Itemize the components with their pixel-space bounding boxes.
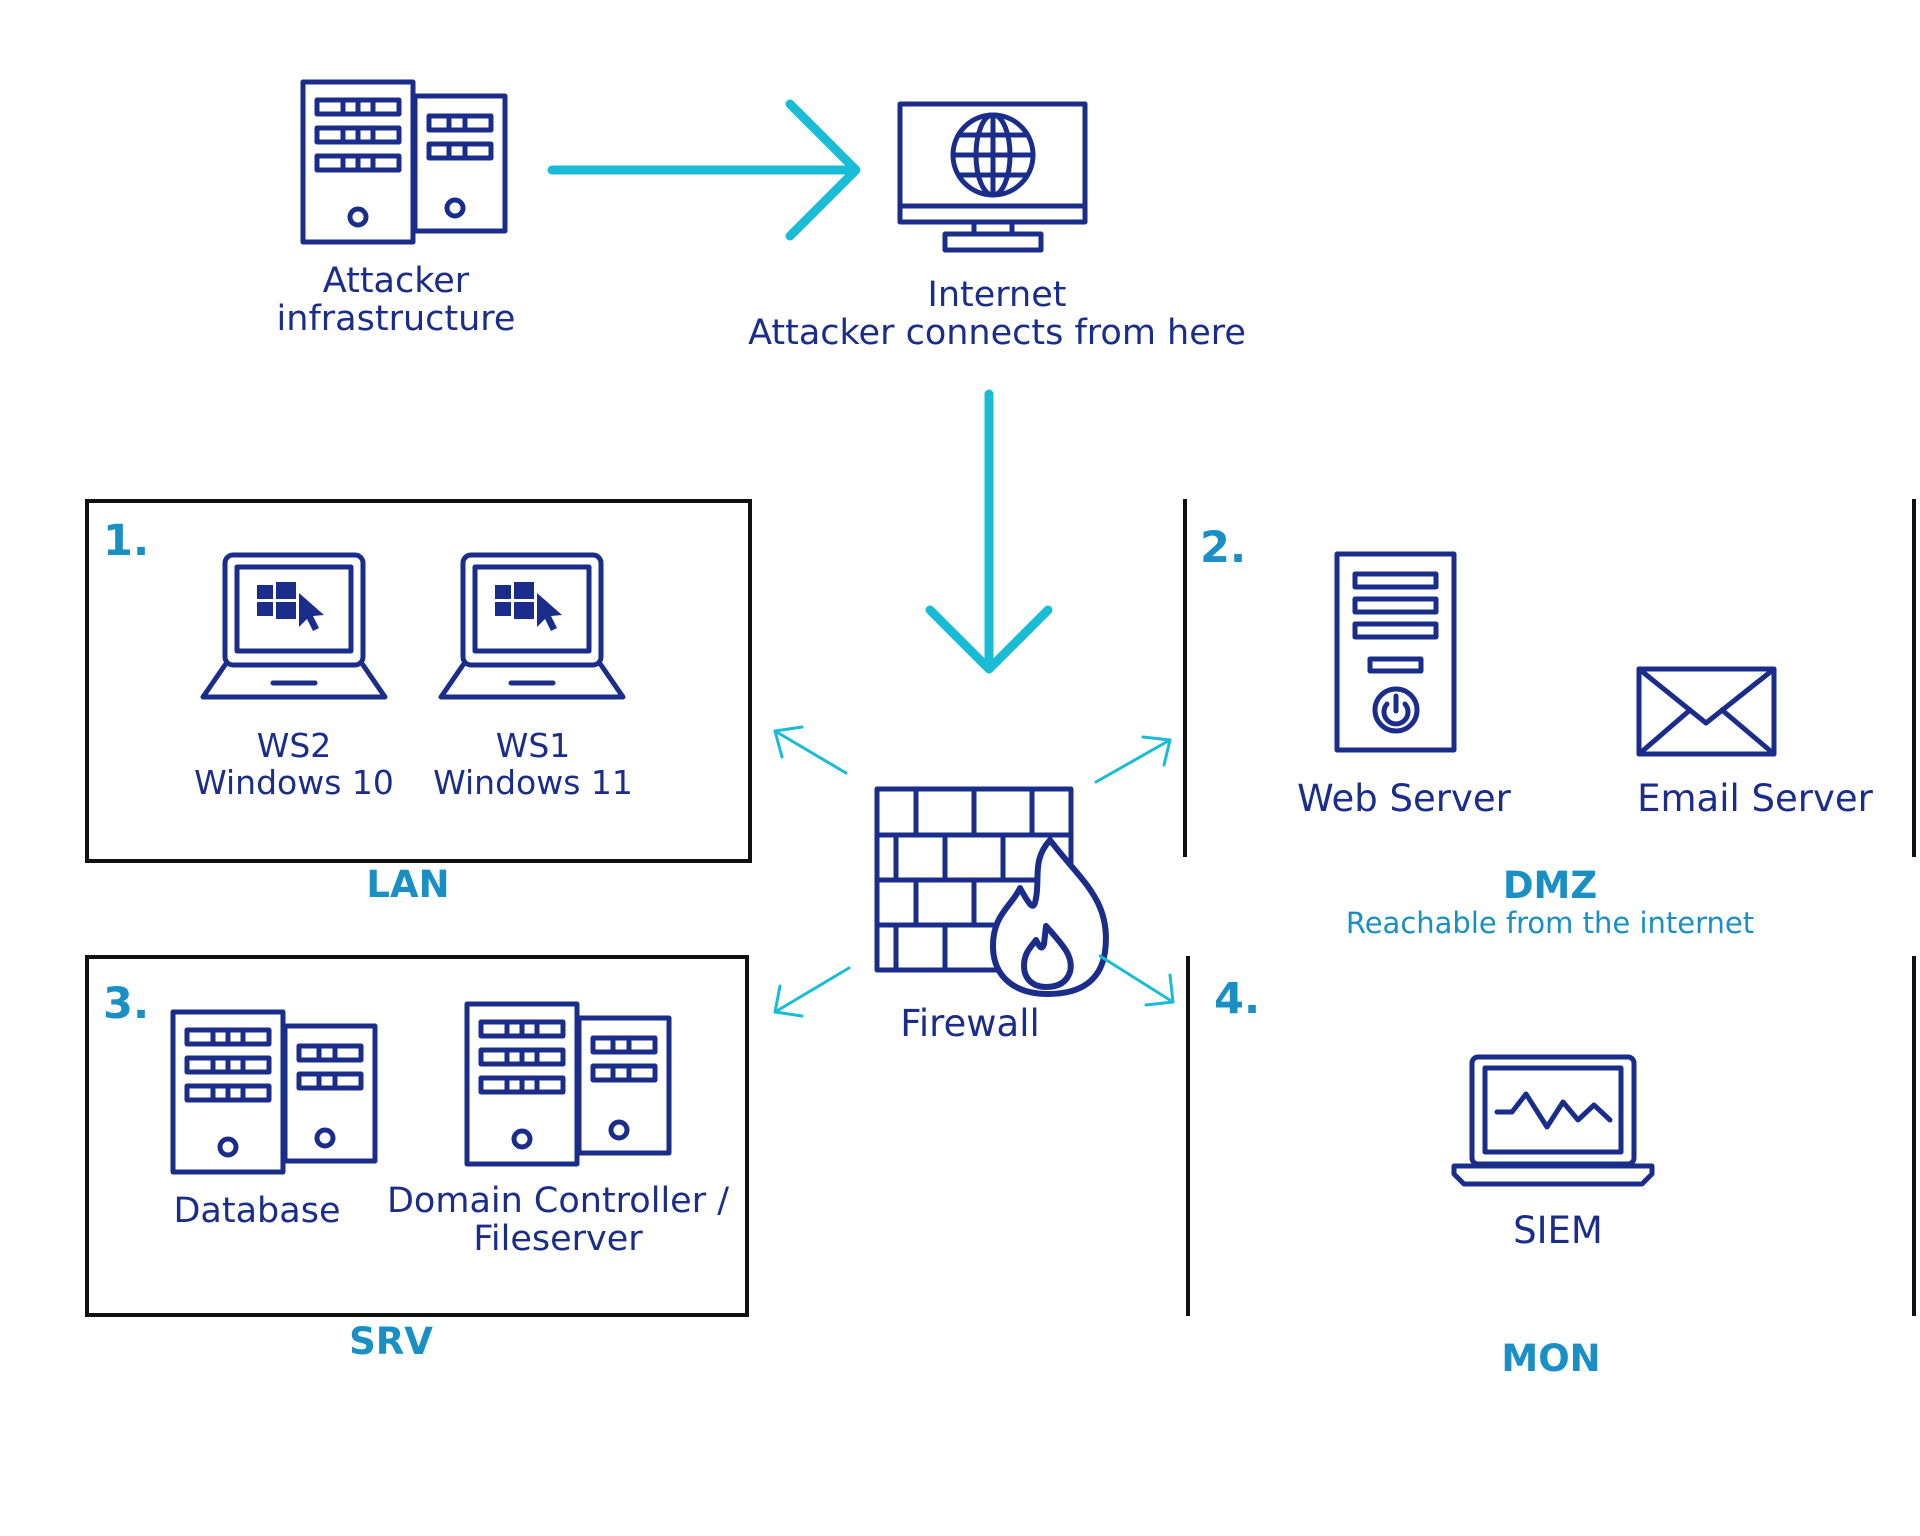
web-server-label: Web Server [1297, 777, 1512, 820]
firewall-node: Firewall [874, 786, 1109, 1045]
mon-name: MON [1501, 1337, 1600, 1380]
ws1-name: WS1 [496, 726, 571, 765]
arrow-firewall-to-mon [1098, 954, 1175, 1007]
arrow-firewall-to-srv [773, 966, 851, 1018]
internet-node: Internet Attacker connects from here [748, 101, 1246, 353]
dmz-number: 2. [1200, 523, 1246, 573]
zone-srv: 3. Database Domain Controller / Fileserv… [85, 955, 749, 1363]
attacker-node: Attacker infrastructure [277, 82, 516, 339]
attacker-label-line1: Attacker [323, 261, 470, 301]
windows-laptop-icon [441, 555, 623, 697]
srv-name: SRV [349, 1320, 433, 1363]
srv-border [85, 955, 749, 1317]
database-label: Database [173, 1191, 340, 1231]
attacker-label-line2: infrastructure [277, 299, 516, 339]
mon-number: 4. [1214, 974, 1260, 1024]
firewall-icon [874, 786, 1109, 997]
zone-dmz: 2. Web Server Email Server DMZ Reachable… [1183, 499, 1916, 940]
lan-border [85, 499, 752, 863]
tower-server-icon [1334, 551, 1457, 753]
srv-number: 3. [103, 979, 149, 1029]
dmz-name: DMZ [1503, 864, 1597, 907]
dmz-subtitle: Reachable from the internet [1346, 906, 1754, 940]
arrow-internet-to-firewall [925, 389, 1053, 674]
monitoring-laptop-icon [1451, 1054, 1655, 1187]
dc-label-line1: Domain Controller / [387, 1181, 729, 1221]
email-server-label: Email Server [1637, 777, 1874, 820]
internet-label-line2: Attacker connects from here [748, 313, 1246, 353]
windows-laptop-icon [203, 555, 385, 697]
zone-mon: 4. SIEM MON [1186, 956, 1916, 1380]
lan-name: LAN [366, 863, 449, 906]
server-rack-icon [467, 1004, 669, 1164]
server-rack-icon [173, 1012, 375, 1172]
globe-monitor-icon [897, 101, 1088, 253]
lan-number: 1. [103, 516, 149, 566]
server-rack-icon [303, 82, 505, 242]
arrow-firewall-to-lan [773, 725, 848, 775]
ws1-os: Windows 11 [433, 763, 633, 802]
siem-label: SIEM [1513, 1209, 1603, 1252]
arrow-firewall-to-dmz [1094, 735, 1172, 784]
firewall-label: Firewall [900, 1002, 1040, 1045]
ws2-os: Windows 10 [194, 763, 394, 802]
envelope-icon [1636, 666, 1777, 757]
arrow-attacker-to-internet [547, 99, 861, 241]
ws2-name: WS2 [257, 726, 332, 765]
zone-lan: 1. WS2 Windows 10 WS1 Windows 11 LAN [85, 499, 752, 906]
dc-label-line2: Fileserver [473, 1219, 643, 1259]
internet-label-line1: Internet [928, 275, 1067, 315]
